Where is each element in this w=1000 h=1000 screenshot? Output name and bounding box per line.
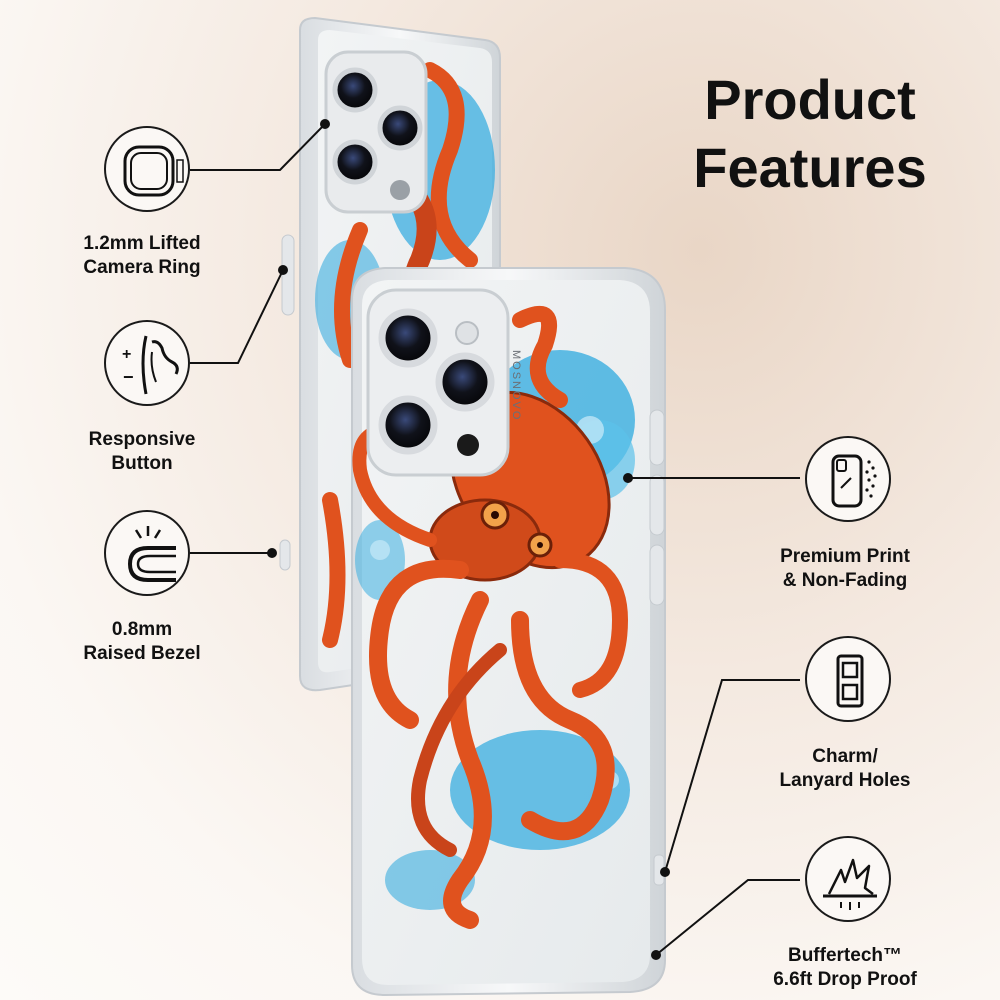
feature-camera-ring-line2: Camera Ring	[83, 257, 201, 278]
feature-drop-proof-line2: 6.6ft Drop Proof	[773, 969, 917, 990]
feature-lanyard-holes-line2: Lanyard Holes	[779, 770, 911, 791]
feature-responsive-button: Responsive Button	[42, 428, 242, 476]
feature-premium-print: Premium Print & Non-Fading	[745, 545, 945, 593]
svg-text:+: +	[122, 346, 131, 363]
feature-lanyard-holes-line1: Charm/	[812, 746, 878, 767]
svg-text:−: −	[123, 367, 134, 387]
impact-icon	[805, 836, 891, 922]
feature-responsive-button-line2: Button	[111, 453, 173, 474]
button-icon: + −	[104, 320, 190, 406]
feature-raised-bezel-line1: 0.8mm	[111, 619, 173, 640]
feature-premium-print-line1: Premium Print	[780, 546, 910, 567]
product-features-title: Product Features	[640, 66, 980, 202]
brand-mark: MOSNOVO	[510, 350, 522, 421]
lanyard-icon	[805, 636, 891, 722]
feature-raised-bezel-line2: Raised Bezel	[83, 643, 201, 664]
feature-drop-proof: Buffertech™ 6.6ft Drop Proof	[735, 944, 955, 992]
feature-lanyard-holes: Charm/ Lanyard Holes	[745, 745, 945, 793]
feature-camera-ring-line1: 1.2mm Lifted	[83, 233, 201, 254]
title-line-2: Features	[693, 136, 927, 199]
title-line-1: Product	[704, 68, 916, 131]
feature-premium-print-line2: & Non-Fading	[782, 570, 908, 591]
bezel-icon	[104, 510, 190, 596]
front-phone: MOSNOVO	[351, 267, 666, 997]
feature-responsive-button-line1: Responsive	[88, 429, 196, 450]
print-icon	[805, 436, 891, 522]
feature-raised-bezel: 0.8mm Raised Bezel	[42, 618, 242, 666]
feature-camera-ring: 1.2mm Lifted Camera Ring	[42, 232, 242, 280]
feature-drop-proof-line1: Buffertech™	[787, 945, 902, 966]
camera-ring-icon	[104, 126, 190, 212]
